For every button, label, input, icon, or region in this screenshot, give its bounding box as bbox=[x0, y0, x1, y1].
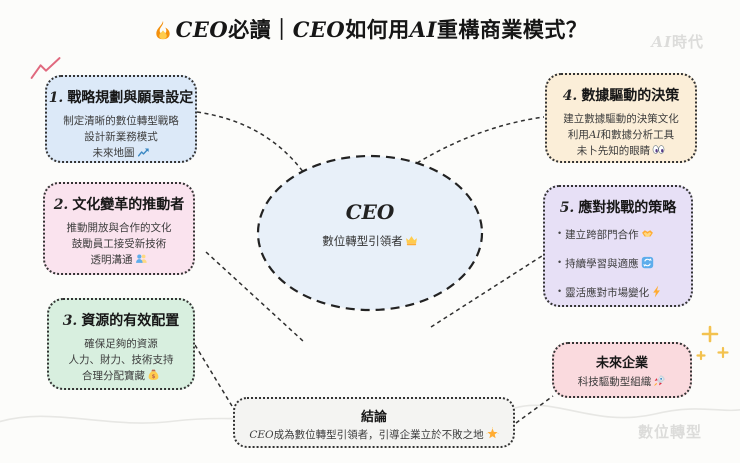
node-line: 合理分配寶藏$ bbox=[49, 368, 193, 384]
node-body: 確保足夠的資源 人力、財力、技術支持 合理分配寶藏$ bbox=[49, 336, 193, 384]
node-title: 5.應對挑戰的策略 bbox=[559, 199, 677, 216]
title-part: 重構商業模式？ bbox=[436, 19, 588, 42]
node-line: 未來地圖 bbox=[47, 145, 195, 161]
rocket-icon bbox=[653, 374, 666, 387]
node-line: •持續學習與適應 bbox=[558, 254, 691, 272]
wave-line-right bbox=[514, 404, 740, 419]
node-body: •建立跨部門合作 •持續學習與適應 •靈活應對市場變化 bbox=[545, 225, 691, 301]
node-title: 未來企業 bbox=[595, 355, 648, 370]
node-line: 利用AI和數據分析工具 bbox=[567, 129, 675, 141]
node-line: 人力、財力、技術支持 bbox=[68, 354, 174, 366]
node-line: 鼓勵員工接受新技術 bbox=[71, 238, 167, 250]
node-title: 1.戰略規劃與願景設定 bbox=[48, 89, 194, 106]
node-title: 4.數據驅動的決策 bbox=[562, 87, 680, 104]
glowing-star-icon bbox=[485, 427, 499, 440]
node-challenge-strategies: 5.應對挑戰的策略 •建立跨部門合作 •持續學習與適應 •靈活應對市場變化 bbox=[543, 185, 693, 307]
node-body: 科技驅動型組織 bbox=[554, 374, 690, 390]
eyes-icon bbox=[652, 143, 665, 156]
title-part: AI bbox=[409, 17, 437, 42]
node-line: 未卜先知的眼睛 bbox=[547, 143, 695, 159]
node-title: 3.資源的有效配置 bbox=[62, 312, 180, 329]
center-ellipse bbox=[256, 154, 484, 312]
fire-icon bbox=[153, 20, 173, 40]
node-title: 結論 bbox=[360, 409, 387, 424]
title-part: 必讀｜ bbox=[228, 19, 293, 42]
node-data-driven-decisions: 4.數據驅動的決策 建立數據驅動的決策文化 利用AI和數據分析工具 未卜先知的眼… bbox=[545, 73, 697, 163]
people-icon bbox=[135, 252, 148, 265]
node-line: 推動開放與合作的文化 bbox=[66, 222, 172, 234]
node-future-enterprise: 未來企業 科技驅動型組織 bbox=[552, 342, 692, 398]
node-culture-change: 2.文化變革的推動者 推動開放與合作的文化 鼓勵員工接受新技術 透明溝通 bbox=[43, 182, 195, 275]
center-node: CEO 數位轉型引領者 bbox=[258, 200, 482, 249]
node-line: •靈活應對市場變化 bbox=[558, 283, 691, 301]
page-title: CEO必讀｜CEO如何用AI重構商業模式？ bbox=[0, 14, 740, 44]
connector-conclusion-future bbox=[515, 395, 554, 424]
lightning-icon bbox=[651, 285, 664, 298]
node-line: 設計新業務模式 bbox=[84, 131, 158, 143]
node-strategy-planning: 1.戰略規劃與願景設定 制定清晰的數位轉型戰略 設計新業務模式 未來地圖 bbox=[45, 75, 197, 163]
svg-text:$: $ bbox=[152, 374, 156, 380]
center-node-subtitle: 數位轉型引領者 bbox=[258, 233, 482, 249]
node-body: 推動開放與合作的文化 鼓勵員工接受新技術 透明溝通 bbox=[45, 220, 193, 268]
chart-doodle-icon bbox=[28, 54, 64, 82]
title-part: CEO bbox=[175, 17, 229, 42]
chart-increasing-icon bbox=[137, 145, 150, 158]
repeat-icon bbox=[641, 256, 654, 269]
node-title: 2.文化變革的推動者 bbox=[53, 196, 185, 213]
center-node-title: CEO bbox=[345, 200, 395, 224]
node-line: 建立數據驅動的決策文化 bbox=[563, 113, 679, 125]
node-body: CEO成為數位轉型引領者，引導企業立於不敗之地 bbox=[235, 427, 513, 443]
node-line: 確保足夠的資源 bbox=[84, 338, 158, 350]
node-body: 建立數據驅動的決策文化 利用AI和數據分析工具 未卜先知的眼睛 bbox=[547, 111, 695, 159]
title-part: CEO bbox=[292, 17, 346, 42]
node-line: •建立跨部門合作 bbox=[558, 225, 691, 243]
connector-center-box5 bbox=[430, 253, 546, 328]
connector-box3-conclusion bbox=[194, 344, 233, 407]
watermark-digital-transformation: 數位轉型 bbox=[637, 424, 702, 441]
money-bag-icon: $ bbox=[147, 368, 160, 381]
node-line: 透明溝通 bbox=[45, 252, 193, 268]
connector-box1-center bbox=[196, 111, 305, 174]
title-part: 如何用 bbox=[345, 19, 410, 42]
node-conclusion: 結論 CEO成為數位轉型引領者，引導企業立於不敗之地 bbox=[233, 397, 515, 448]
node-body: 制定清晰的數位轉型戰略 設計新業務模式 未來地圖 bbox=[47, 113, 195, 161]
crown-icon bbox=[405, 234, 418, 247]
node-line: 制定清晰的數位轉型戰略 bbox=[63, 115, 179, 127]
handshake-icon bbox=[641, 227, 654, 240]
watermark-ai-era: AI時代 bbox=[651, 33, 704, 51]
sparkles-doodle-icon bbox=[692, 324, 732, 366]
node-resource-allocation: 3.資源的有效配置 確保足夠的資源 人力、財力、技術支持 合理分配寶藏$ bbox=[47, 298, 195, 390]
